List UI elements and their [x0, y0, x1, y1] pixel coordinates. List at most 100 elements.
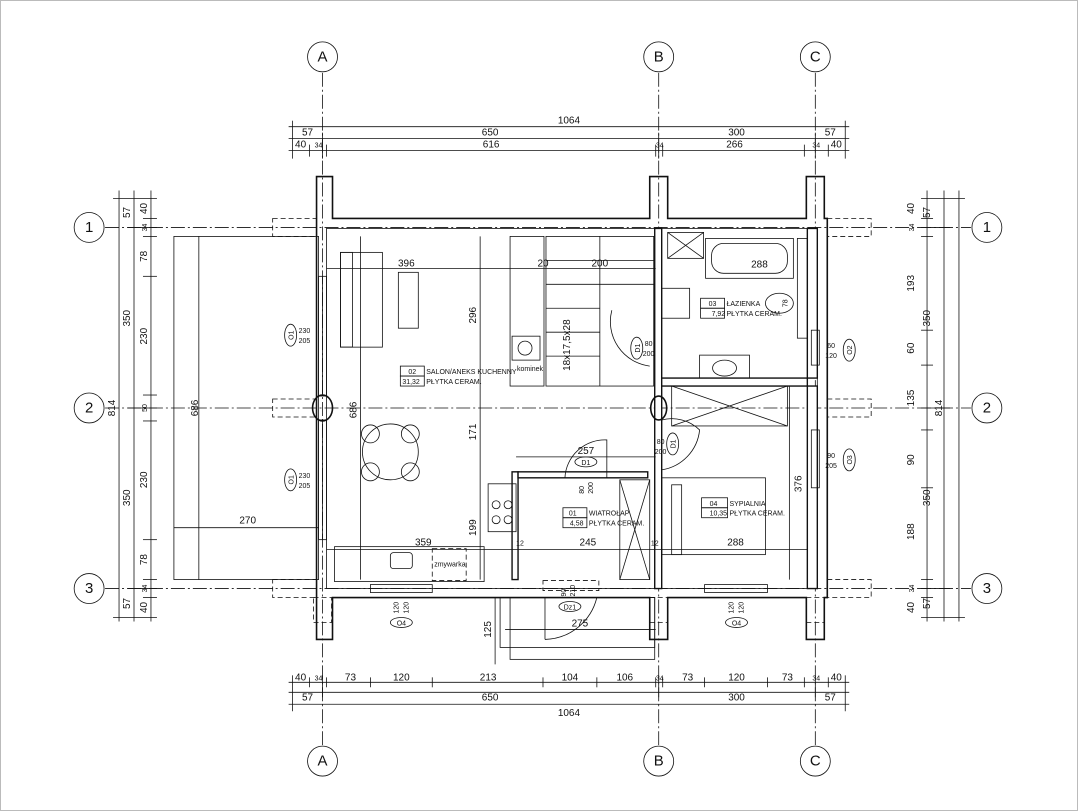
dimension-label: 350: [122, 489, 133, 506]
dimension-label: 188: [906, 523, 917, 540]
axis-bubbles: A B C A B C 1 2 3 1 2 3: [73, 41, 1003, 777]
dimension-label: 34: [909, 585, 916, 593]
dimension-label: 50: [142, 404, 149, 412]
dimension-label: PŁYTKA CERAM.: [589, 521, 644, 528]
dimensions-bottom: 40 34 73 120 213 104 106 34 73 120 73 34…: [288, 672, 850, 719]
axis-2-left: 2: [73, 392, 105, 424]
dishwasher-label: zmywarka: [434, 562, 465, 569]
dimension-label: 34: [656, 675, 664, 682]
dimension-label: WIATROŁAP: [589, 511, 630, 518]
dimension-label: 245: [580, 538, 597, 549]
axis-C-top: C: [799, 41, 831, 73]
dimension-label: 34: [315, 143, 323, 150]
dimension-label: 73: [782, 672, 794, 683]
dimension-label: 40: [295, 140, 307, 151]
dimension-label: B: [654, 753, 664, 770]
dimension-label: 257: [578, 446, 595, 457]
dimension-label: 12: [516, 541, 524, 548]
dimension-label: 40: [831, 140, 843, 151]
dimension-label: 73: [682, 672, 694, 683]
terrace: 686 270: [173, 236, 319, 580]
dimension-label: 80: [579, 486, 586, 494]
dimension-label: 10,35: [710, 511, 728, 518]
dimension-label: 40: [139, 202, 150, 214]
dimension-label: 230: [139, 327, 150, 344]
axis-A-top: A: [307, 41, 338, 73]
dimension-label: 3: [85, 580, 93, 597]
dimension-label: 4,58: [570, 521, 584, 528]
dimension-label: 199: [468, 519, 479, 536]
dimension-label: 230: [299, 473, 311, 480]
dimension-label: D1: [581, 460, 590, 467]
axis-2-right: 2: [971, 392, 1003, 424]
windows: [318, 275, 820, 593]
dimension-label: O4: [732, 620, 741, 627]
dimension-label: C: [810, 48, 821, 65]
dimension-label: 205: [825, 463, 837, 470]
dimension-label: 57: [302, 128, 314, 139]
axis-B-top: B: [643, 41, 675, 73]
dimension-label: PŁYTKA CERAM.: [727, 311, 782, 318]
dimension-label: 31,32: [402, 379, 420, 386]
dimension-label: 7,92: [712, 311, 726, 318]
dimension-label: 40: [295, 672, 307, 683]
dimension-label: 20: [537, 258, 549, 269]
dimension-label: 686: [190, 399, 201, 416]
furniture: [334, 236, 808, 582]
dimension-label: 90: [906, 454, 917, 466]
dimension-label: 57: [825, 128, 837, 139]
dimension-label: 57: [122, 598, 133, 610]
dimension-label: 12: [651, 541, 659, 548]
fireplace-label: kominek: [517, 366, 543, 373]
dimension-label: 78: [139, 250, 150, 262]
dimension-label: 650: [482, 692, 499, 703]
axis-lines: [105, 72, 971, 746]
dimension-label: 120: [393, 602, 400, 614]
dimension-label: 686: [348, 401, 359, 418]
dimension-label: 1064: [558, 708, 581, 719]
dimension-label: 266: [726, 140, 743, 151]
dimension-label: 359: [415, 538, 432, 549]
dimension-label: 34: [909, 223, 916, 231]
dimension-label: 205: [299, 338, 311, 345]
dimensions-top: 1064 57 650 300 57 40 34 616 34 266 34 4…: [288, 116, 850, 159]
dimension-label: 135: [906, 389, 917, 406]
dimension-label: 2: [983, 399, 991, 416]
dimensions-left: 814 57 350 350 57 40 34 78 230 50 230 78…: [107, 190, 157, 622]
dimension-label: 34: [656, 143, 664, 150]
dimension-label: 01: [569, 511, 577, 518]
dimension-label: 300: [728, 128, 745, 139]
dimension-label: 57: [302, 692, 314, 703]
dimension-label: 40: [906, 202, 917, 214]
dimension-label: 104: [562, 672, 579, 683]
dimension-label: O4: [397, 620, 406, 627]
dimension-label: 34: [142, 223, 149, 231]
axis-A-bottom: A: [307, 745, 338, 777]
axis-3-left: 3: [73, 573, 105, 604]
axis-B-bottom: B: [643, 745, 675, 777]
dimension-label: 200: [655, 449, 667, 456]
dimension-label: 120: [729, 602, 736, 614]
axis-1-left: 1: [73, 212, 105, 243]
dimension-label: 03: [709, 301, 717, 308]
dimension-label: 120: [738, 602, 745, 614]
dimension-label: 40: [139, 602, 150, 614]
axis-1-right: 1: [971, 212, 1003, 243]
dimension-label: O1: [289, 330, 296, 339]
dimension-label: 814: [107, 399, 118, 416]
dimension-label: 80: [657, 439, 665, 446]
dimension-label: B: [654, 48, 664, 65]
dimension-label: 650: [482, 128, 499, 139]
room-label-wiatrolap: 01 WIATROŁAP 4,58 PŁYTKA CERAM.: [562, 507, 644, 529]
axis-3-right: 3: [971, 573, 1003, 604]
walls: [272, 175, 872, 641]
dimension-label: D1: [635, 344, 642, 353]
dimension-label: 57: [122, 206, 133, 218]
